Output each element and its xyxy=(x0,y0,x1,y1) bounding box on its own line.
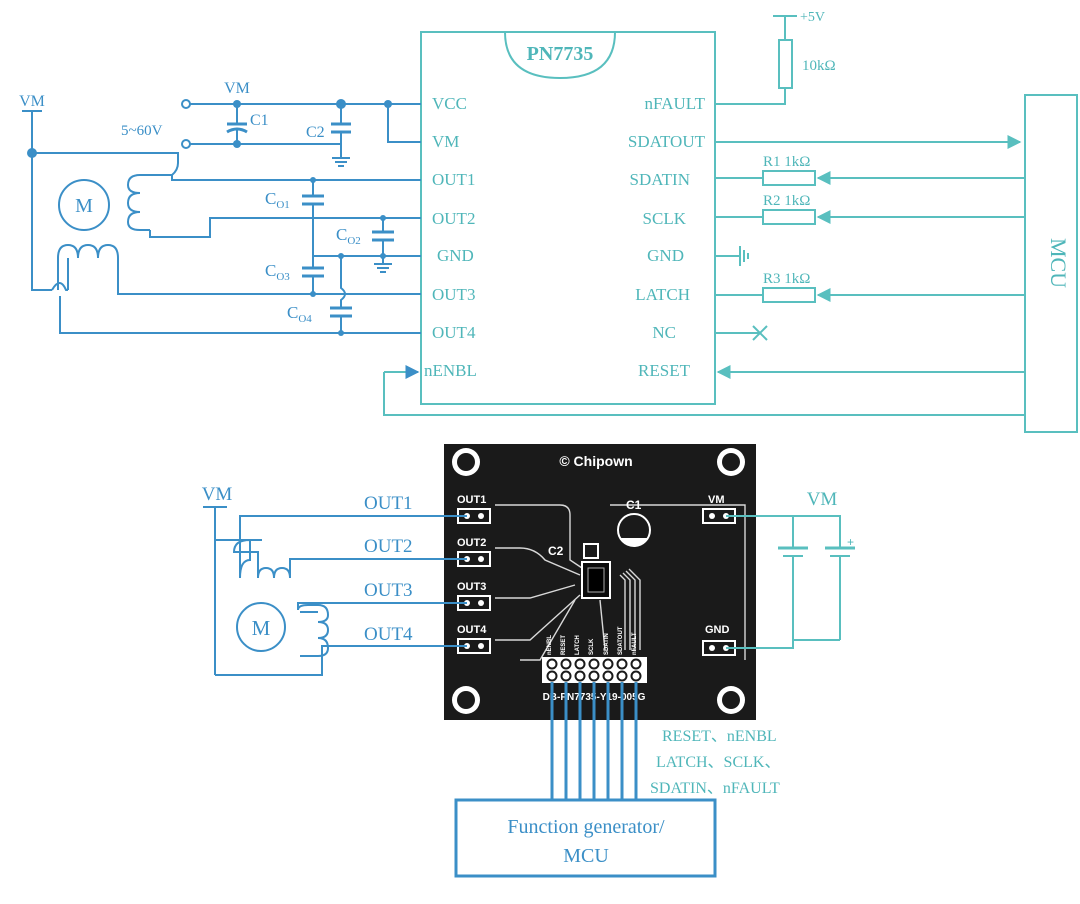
r2-resistor xyxy=(762,209,816,225)
pcb-header-labels: nENBL RESET LATCH SCLK SDATIN SDATOUT nF… xyxy=(547,626,638,655)
r1-label: R1 1kΩ xyxy=(763,154,810,170)
bottom-out4: OUT4 xyxy=(364,624,413,645)
co3-label: CO3 xyxy=(265,261,290,283)
bottom-motor-label: M xyxy=(252,616,271,640)
box-line-1: Function generator/ xyxy=(507,816,665,838)
bottom-out3: OUT3 xyxy=(364,580,413,601)
pin-nenbl: nENBL xyxy=(424,361,477,380)
battery-plus: + xyxy=(847,535,854,549)
svg-text:LATCH: LATCH xyxy=(575,635,581,655)
co2-label: CO2 xyxy=(336,225,361,247)
pcb-c2 xyxy=(583,543,599,559)
pcb-c1-label: C1 xyxy=(626,498,642,512)
pin-gnd-left: GND xyxy=(437,246,474,265)
pcb-out4-label: OUT4 xyxy=(457,624,487,636)
box-line-2: MCU xyxy=(563,845,609,867)
vm-top-label: VM xyxy=(19,93,45,110)
mcu-label: MCU xyxy=(1046,238,1071,288)
r1-resistor xyxy=(762,170,816,186)
chip-name: PN7735 xyxy=(527,43,594,65)
signal-line-3: SDATIN、nFAULT xyxy=(650,780,780,797)
function-generator-box xyxy=(454,798,717,878)
pcb-c2-label: C2 xyxy=(548,544,564,558)
svg-text:nENBL: nENBL xyxy=(547,635,553,655)
pin-out1: OUT1 xyxy=(432,170,475,189)
pin-sdatout: SDATOUT xyxy=(628,132,706,151)
pin-reset: RESET xyxy=(638,361,691,380)
mcu-block xyxy=(1024,94,1078,433)
c1-label: C1 xyxy=(250,112,269,129)
c2-label: C2 xyxy=(306,124,325,141)
pin-out4: OUT4 xyxy=(432,323,476,342)
motor-label: M xyxy=(75,195,93,217)
pin-sdatin: SDATIN xyxy=(630,170,690,189)
motor-symbol xyxy=(58,179,110,231)
bottom-motor xyxy=(236,602,286,652)
pcb-brand: © Chipown xyxy=(559,453,632,469)
signal-bundle xyxy=(550,682,638,800)
pin-vm: VM xyxy=(432,132,459,151)
vm-node-label: VM xyxy=(224,80,250,97)
supply-range: 5~60V xyxy=(121,123,163,139)
r3-label: R3 1kΩ xyxy=(763,271,810,287)
r3-resistor xyxy=(762,287,816,303)
signal-line-2: LATCH、SCLK、 xyxy=(656,754,780,771)
pin-out3: OUT3 xyxy=(432,285,475,304)
pin-out2: OUT2 xyxy=(432,209,475,228)
bottom-out2: OUT2 xyxy=(364,536,413,557)
bottom-out1: OUT1 xyxy=(364,493,413,514)
pin-nfault: nFAULT xyxy=(645,94,706,113)
pin-nc: NC xyxy=(652,323,676,342)
chip-notch xyxy=(504,31,616,80)
pcb-out3-label: OUT3 xyxy=(457,581,486,593)
pcb-traces xyxy=(495,504,746,661)
svg-text:RESET: RESET xyxy=(561,635,567,655)
co4-label: CO4 xyxy=(287,303,312,325)
pullup-label: 10kΩ xyxy=(802,58,836,74)
pin-sclk: SCLK xyxy=(643,209,687,228)
signal-line-1: RESET、nENBL xyxy=(662,728,777,745)
bottom-vm-right: VM xyxy=(807,489,838,510)
pcb-vm-label: VM xyxy=(708,494,725,506)
svg-text:SDATOUT: SDATOUT xyxy=(618,626,624,655)
r2-label: R2 1kΩ xyxy=(763,193,810,209)
co1-label: CO1 xyxy=(265,189,290,211)
pcb-gnd-label: GND xyxy=(705,624,730,636)
svg-text:SCLK: SCLK xyxy=(589,638,595,655)
pin-gnd-right: GND xyxy=(647,246,684,265)
mounting-holes xyxy=(452,448,745,714)
pin-vcc: VCC xyxy=(432,94,467,113)
pcb-out1-label: OUT1 xyxy=(457,494,486,506)
pin-latch: LATCH xyxy=(635,285,690,304)
bottom-vm-left: VM xyxy=(202,484,233,505)
pullup-resistor xyxy=(778,39,793,89)
plus5v-label: +5V xyxy=(800,10,825,25)
svg-text:SDATIN: SDATIN xyxy=(604,633,610,655)
pcb-out2-label: OUT2 xyxy=(457,537,486,549)
svg-text:nFAULT: nFAULT xyxy=(632,632,638,655)
